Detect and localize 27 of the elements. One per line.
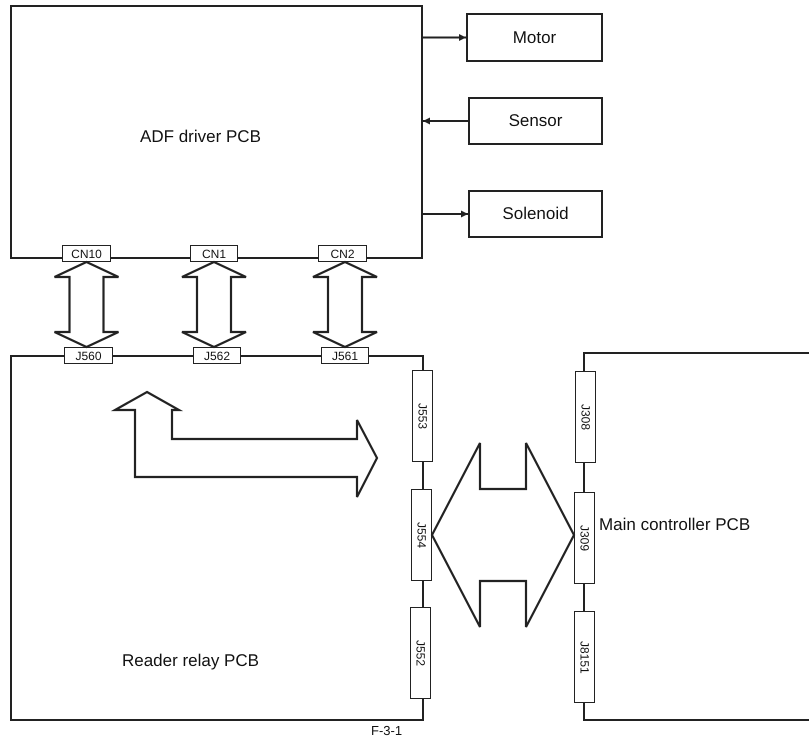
connector-box: J308 — [575, 371, 596, 463]
connector-box: J562 — [193, 347, 241, 364]
connector-box: J309 — [574, 492, 595, 584]
board-label: Main controller PCB — [599, 515, 750, 535]
block-arrow — [180, 260, 248, 348]
circuit-board-box — [10, 5, 423, 259]
block-arrow — [430, 442, 576, 628]
connector-box: J554 — [411, 489, 432, 581]
block-arrow — [53, 260, 120, 348]
connector-box: CN1 — [190, 245, 238, 262]
component-box: Motor — [466, 13, 603, 62]
connector-box: CN10 — [62, 245, 111, 262]
connector-box: CN2 — [318, 245, 367, 262]
figure-number: F-3-1 — [371, 723, 402, 738]
arrow — [423, 210, 468, 218]
connector-box: J560 — [64, 347, 113, 364]
board-label: ADF driver PCB — [140, 127, 261, 147]
arrow — [423, 34, 466, 41]
board-label: Reader relay PCB — [122, 651, 260, 671]
connector-box: J553 — [412, 370, 433, 462]
component-box: Sensor — [468, 97, 603, 145]
arrow — [423, 118, 468, 124]
connector-box: J8151 — [574, 611, 595, 703]
block-arrow — [312, 260, 378, 348]
connector-box: J552 — [410, 607, 431, 699]
connector-box: J561 — [321, 347, 369, 364]
component-box: Solenoid — [468, 190, 603, 238]
